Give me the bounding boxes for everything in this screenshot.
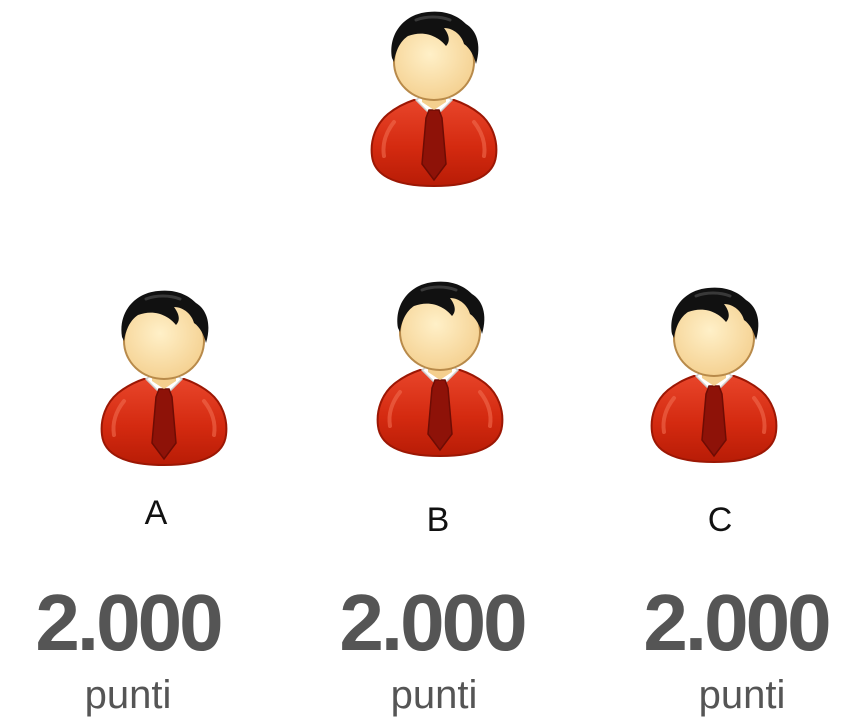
person-a-unit: punti (84, 673, 172, 717)
person-b-label: B (426, 501, 450, 539)
top-person (366, 6, 502, 190)
person-a (96, 285, 232, 469)
user-icon (372, 276, 508, 460)
person-b-points: 2.000 (339, 578, 527, 667)
person-a-label: A (144, 494, 168, 532)
person-c (646, 282, 782, 466)
person-c-points: 2.000 (643, 578, 831, 667)
person-c-label: C (707, 501, 733, 539)
user-icon (366, 6, 502, 190)
user-icon (646, 282, 782, 466)
person-b (372, 276, 508, 460)
user-icon (96, 285, 232, 469)
person-c-unit: punti (698, 673, 786, 717)
person-b-unit: punti (390, 673, 478, 717)
person-a-points: 2.000 (35, 578, 223, 667)
